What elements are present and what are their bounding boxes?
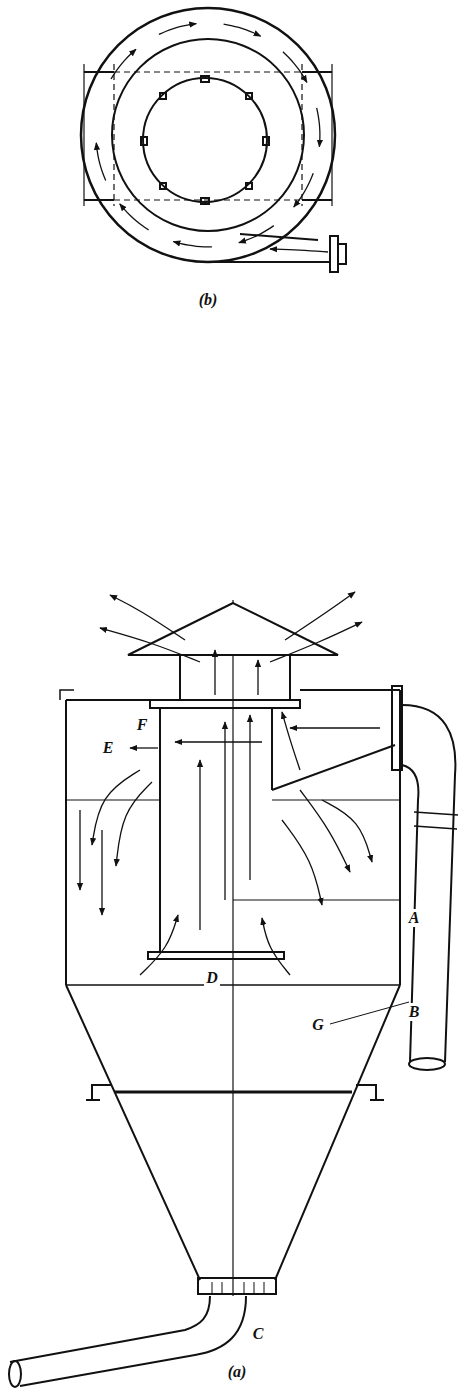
- flow-arrow: [285, 592, 355, 640]
- flow-arrow: [262, 918, 290, 975]
- flow-arrow: [140, 915, 178, 975]
- view-label: (b): [197, 291, 220, 309]
- flow-arrow: [224, 24, 261, 36]
- callout-letter: C: [251, 1325, 266, 1343]
- flow-arrow: [282, 712, 300, 770]
- flow-arrow: [317, 108, 320, 147]
- flow-arrow: [159, 24, 196, 35]
- flow-arrow: [257, 660, 258, 695]
- flow-arrow: [270, 249, 328, 252]
- flow-arrow: [283, 52, 307, 83]
- flow-arrow: [214, 650, 215, 695]
- top-view: [81, 8, 346, 272]
- callout-letter: A: [407, 909, 422, 927]
- flow-arrow: [116, 782, 152, 866]
- flow-arrow: [290, 727, 380, 728]
- callout-letter: D: [204, 969, 220, 987]
- flow-arrow: [224, 722, 225, 900]
- flow-arrow: [110, 595, 185, 640]
- flow-arrow: [130, 747, 158, 748]
- flow-arrow: [249, 715, 250, 880]
- flow-arrow: [100, 628, 200, 662]
- callout-letter: B: [407, 1003, 422, 1021]
- flow-arrow: [199, 760, 200, 930]
- flow-arrow: [92, 770, 140, 845]
- flow-arrow: [270, 622, 362, 662]
- flow-arrow: [96, 143, 105, 181]
- flow-arrow: [322, 800, 372, 862]
- flow-arrows: [80, 24, 380, 975]
- flow-arrow: [120, 204, 149, 230]
- flow-arrow: [79, 810, 80, 890]
- flow-arrow: [101, 830, 102, 915]
- side-view: [9, 600, 458, 1387]
- flow-arrow: [282, 820, 322, 905]
- view-label: (a): [226, 1363, 249, 1381]
- flow-arrow: [175, 741, 262, 742]
- callout-letter: F: [135, 716, 150, 734]
- callout-letter: G: [310, 1016, 326, 1034]
- callout-letter: E: [101, 739, 116, 757]
- flow-arrow: [111, 49, 136, 79]
- flow-arrow: [173, 242, 212, 247]
- flow-arrow: [294, 173, 313, 207]
- flow-arrow: [239, 226, 274, 243]
